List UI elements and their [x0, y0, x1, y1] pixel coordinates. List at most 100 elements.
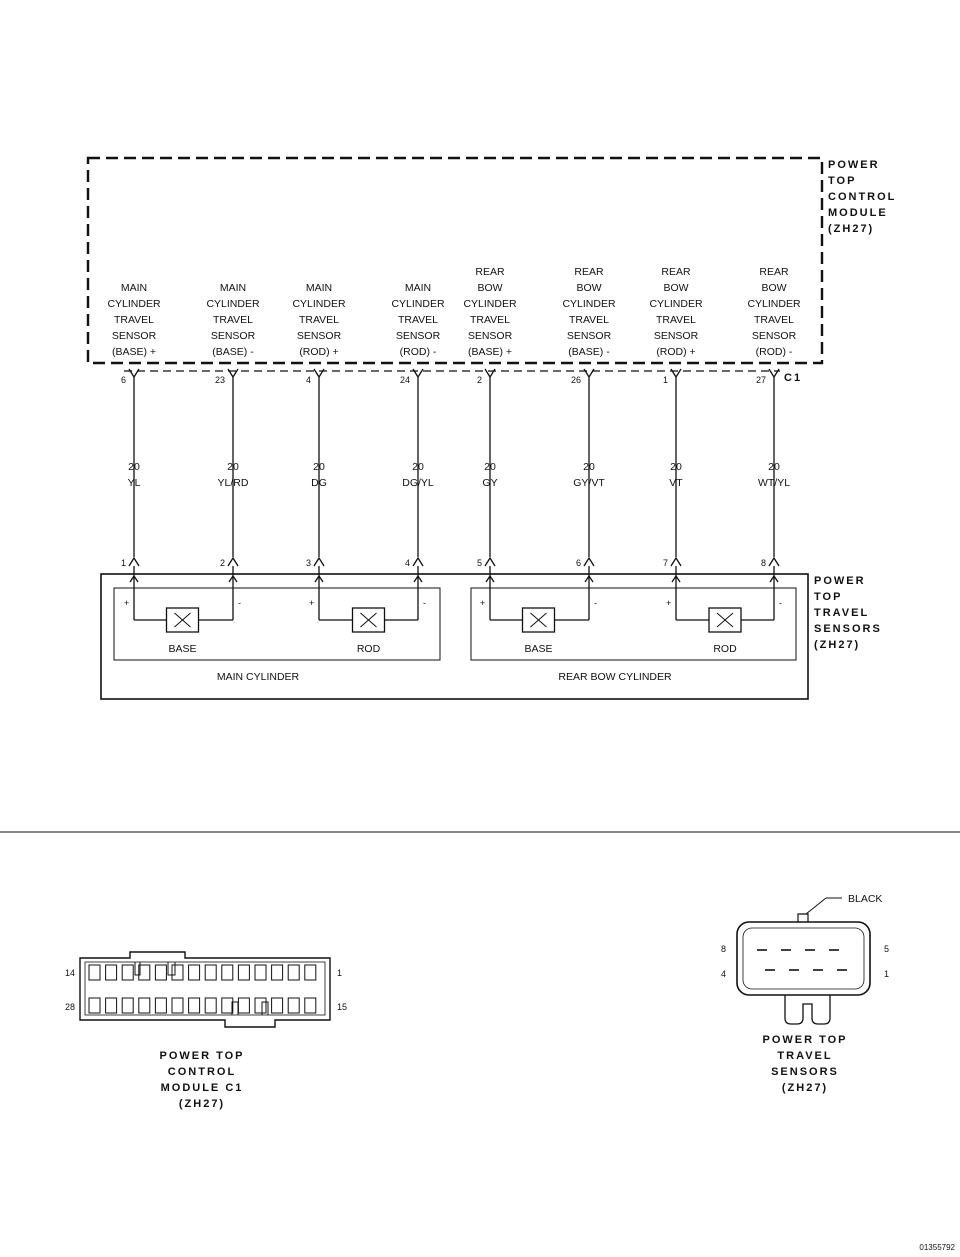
module-pin-label: CYLINDER	[391, 298, 445, 310]
module-pin-label: SENSOR	[396, 330, 441, 342]
module-pin-label: MAIN	[121, 282, 147, 294]
c1-cavity	[171, 964, 184, 981]
sensor-3: BASE	[490, 607, 589, 655]
module-pin-label: REAR	[475, 266, 505, 278]
module-pin-number: 27	[756, 375, 766, 385]
svg-text:(ZH27): (ZH27)	[814, 639, 860, 651]
module-pin-number: 2	[477, 375, 482, 385]
svg-text:POWER TOP: POWER TOP	[762, 1034, 847, 1046]
module-pin-label: TRAVEL	[470, 314, 510, 326]
module-pin-label: CYLINDER	[747, 298, 801, 310]
module-pin-label: SENSOR	[297, 330, 342, 342]
sensor-pin-number: 6	[576, 558, 581, 568]
module-pin-label: (ROD) -	[756, 346, 793, 358]
sensor-4: ROD	[676, 607, 774, 655]
c1-cavity	[254, 964, 267, 981]
svg-text:(ZH27): (ZH27)	[828, 223, 874, 235]
module-pin-label: SENSOR	[752, 330, 797, 342]
module-pin-label: SENSOR	[654, 330, 699, 342]
svg-text:(ZH27): (ZH27)	[782, 1082, 828, 1094]
c1-cavity	[204, 997, 217, 1014]
sensor-terminal	[313, 556, 325, 567]
c1-cavity	[304, 964, 317, 981]
module-pin-label: CYLINDER	[649, 298, 703, 310]
module-pin-label: TRAVEL	[754, 314, 794, 326]
sensor-2: ROD	[319, 607, 418, 655]
sensor-symbol	[351, 607, 386, 633]
module-pin-label: CYLINDER	[292, 298, 346, 310]
c1-cavity	[254, 997, 267, 1014]
svg-text:TOP: TOP	[814, 591, 842, 603]
c1-cavity	[221, 964, 234, 981]
module-pin-number: 23	[215, 375, 225, 385]
c1-cavity	[88, 997, 101, 1014]
svg-text:MODULE: MODULE	[828, 207, 888, 219]
sensor-terminal	[670, 556, 682, 567]
sensor-pin-4: 4	[721, 969, 726, 979]
travel-sensors-title: POWER TOP TRAVEL SENSORS (ZH27)	[814, 575, 880, 651]
sensor-1: BASE	[134, 607, 233, 655]
c1-cavity	[138, 997, 151, 1014]
sensor-pin-5: 5	[884, 944, 889, 954]
polarity-sign: -	[423, 598, 426, 608]
module-pin-number: 1	[663, 375, 668, 385]
wire-color: GY/VT	[573, 477, 605, 489]
module-terminal	[227, 368, 239, 379]
main-cylinder-box	[113, 587, 441, 661]
svg-text:POWER: POWER	[814, 575, 866, 587]
sensor-pin-number: 1	[121, 558, 126, 568]
wire-gauge: 20	[768, 461, 780, 473]
c1-cavity	[237, 997, 250, 1014]
sensor-pin-number: 3	[306, 558, 311, 568]
module-terminal	[583, 368, 595, 379]
c1-cavity	[271, 964, 284, 981]
polarity-sign: +	[480, 598, 485, 608]
module-pin-label: SENSOR	[567, 330, 612, 342]
module-terminal	[768, 368, 780, 379]
c1-pin-1: 1	[337, 968, 342, 978]
c1-cavity	[287, 964, 300, 981]
module-pin-label: BOW	[477, 282, 502, 294]
wire-color: WT/YL	[758, 477, 790, 489]
wire-color: DG	[311, 477, 327, 489]
module-pin-label: TRAVEL	[656, 314, 696, 326]
wire-gauge: 20	[670, 461, 682, 473]
wire-color: GY	[482, 477, 497, 489]
travel-sensors-box	[100, 573, 809, 700]
module-pin-number: 26	[571, 375, 581, 385]
c1-cavity	[121, 964, 134, 981]
sensor-terminal	[484, 556, 496, 567]
sensors-connector-title: POWER TOP TRAVEL SENSORS (ZH27)	[762, 1034, 847, 1094]
sensor-terminal	[227, 556, 239, 567]
sensor-terminal	[768, 556, 780, 567]
wire-color: DG/YL	[402, 477, 434, 489]
c1-cavity	[237, 964, 250, 981]
module-pin-label: CYLINDER	[463, 298, 517, 310]
c1-cavity	[171, 997, 184, 1014]
module-pin-label: SENSOR	[468, 330, 513, 342]
svg-text:CONTROL: CONTROL	[828, 191, 896, 203]
sensors-connector-color: BLACK	[848, 893, 882, 905]
svg-text:TOP: TOP	[828, 175, 856, 187]
sensor-pin-number: 8	[761, 558, 766, 568]
module-pin-label: MAIN	[220, 282, 246, 294]
polarity-sign: +	[124, 598, 129, 608]
module-pin-number: 24	[400, 375, 410, 385]
module-pin-label: MAIN	[306, 282, 332, 294]
svg-text:(ZH27): (ZH27)	[179, 1098, 225, 1110]
module-pin-number: 4	[306, 375, 311, 385]
c1-cavity	[221, 997, 234, 1014]
c1-cavity	[138, 964, 151, 981]
c1-cavity	[304, 997, 317, 1014]
sensor-pin-number: 7	[663, 558, 668, 568]
module-pin-label: TRAVEL	[398, 314, 438, 326]
c1-pin-15: 15	[337, 1002, 347, 1012]
svg-text:POWER TOP: POWER TOP	[159, 1050, 244, 1062]
c1-cavity	[105, 997, 118, 1014]
